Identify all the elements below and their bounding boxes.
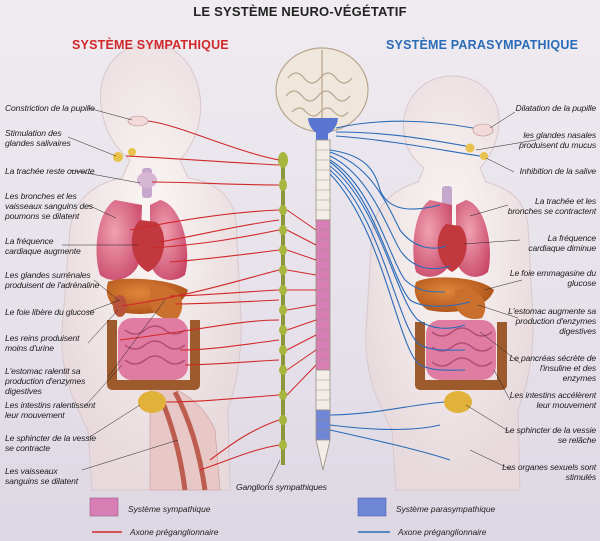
para-label-liver: Le foie emmagasine du glucose [509, 268, 596, 288]
symp-label-pupil: Constriction de la pupille [5, 103, 95, 113]
preganglionic-connections [286, 209, 317, 396]
sympathetic-nerves [119, 120, 280, 471]
legend-para-axon-text: Axone préganglionnaire [398, 527, 487, 537]
brain [275, 47, 369, 135]
legend-symp-axon-text: Axone préganglionnaire [130, 527, 219, 537]
symp-label-bronchi: Les bronches et les vaisseaux sanguins d… [5, 191, 93, 221]
left-body-silhouette [61, 43, 242, 491]
main-title: LE SYSTÈME NEURO-VÉGÉTATIF [193, 4, 407, 19]
symp-label-intestines: Les intestins ralentissent leur mouvemen… [5, 400, 96, 420]
para-label-pupil: Dilatation de la pupille [515, 103, 597, 113]
para-label-intestines: Les intestins accélèrent leur mouvement [509, 390, 596, 410]
symp-label-heart: La fréquence cardiaque augmente [5, 236, 81, 256]
symp-label-liver: Le foie libère du glucose [5, 307, 95, 317]
ganglia-pointer [267, 459, 281, 486]
legend-symp-text: Système sympathique [128, 504, 211, 514]
legend-para-text: Système parasympathique [396, 504, 496, 514]
parasympathetic-heading: SYSTÈME PARASYMPATHIQUE [386, 38, 579, 52]
symp-label-kidneys: Les reins produisent moins d'urine [5, 333, 80, 353]
right-body-silhouette [365, 75, 534, 491]
symp-label-stomach: L'estomac ralentit sa production d'enzym… [5, 366, 86, 396]
sympathetic-ganglion-chain [278, 152, 288, 465]
right-label-pointers [463, 111, 537, 471]
para-label-trachea: La trachée et les bronches se contracten… [507, 196, 596, 216]
para-label-saliva: Inhibition de la salive [519, 166, 596, 176]
parasympathetic-nerves [329, 120, 481, 461]
para-label-sexual-organs: Les organes sexuels sont stimulés [502, 462, 596, 482]
symp-label-salivary: Stimulation des glandes salivaires [5, 128, 71, 148]
left-label-pointers [62, 107, 179, 471]
legend-para-swatch [357, 497, 387, 517]
symp-label-bladder: Le sphincter de la vessie se contracte [5, 433, 96, 453]
para-label-heart: La fréquence cardiaque diminue [528, 233, 596, 253]
symp-label-vessels: Les vaisseaux sanguins se dilatent [5, 466, 78, 486]
para-label-bladder: Le sphincter de la vessie se relâche [505, 425, 596, 445]
para-label-pancreas: Le pancréas sécrète de l'insuline et des… [509, 353, 596, 383]
spinal-cord [315, 132, 331, 471]
legend [89, 497, 390, 533]
para-label-stomach: L'estomac augmente sa production d'enzym… [508, 306, 596, 336]
para-label-nasal: les glandes nasales produisent du mucus [519, 130, 596, 150]
ganglia-label: Ganglions sympathiques [236, 482, 327, 492]
symp-label-trachea: La trachée reste ouverte [5, 166, 95, 176]
symp-label-adrenal: Les glandes surrénales produisent de l'a… [5, 270, 100, 290]
sympathetic-heading: SYSTÈME SYMPATHIQUE [72, 38, 229, 52]
legend-symp-swatch [89, 497, 119, 517]
